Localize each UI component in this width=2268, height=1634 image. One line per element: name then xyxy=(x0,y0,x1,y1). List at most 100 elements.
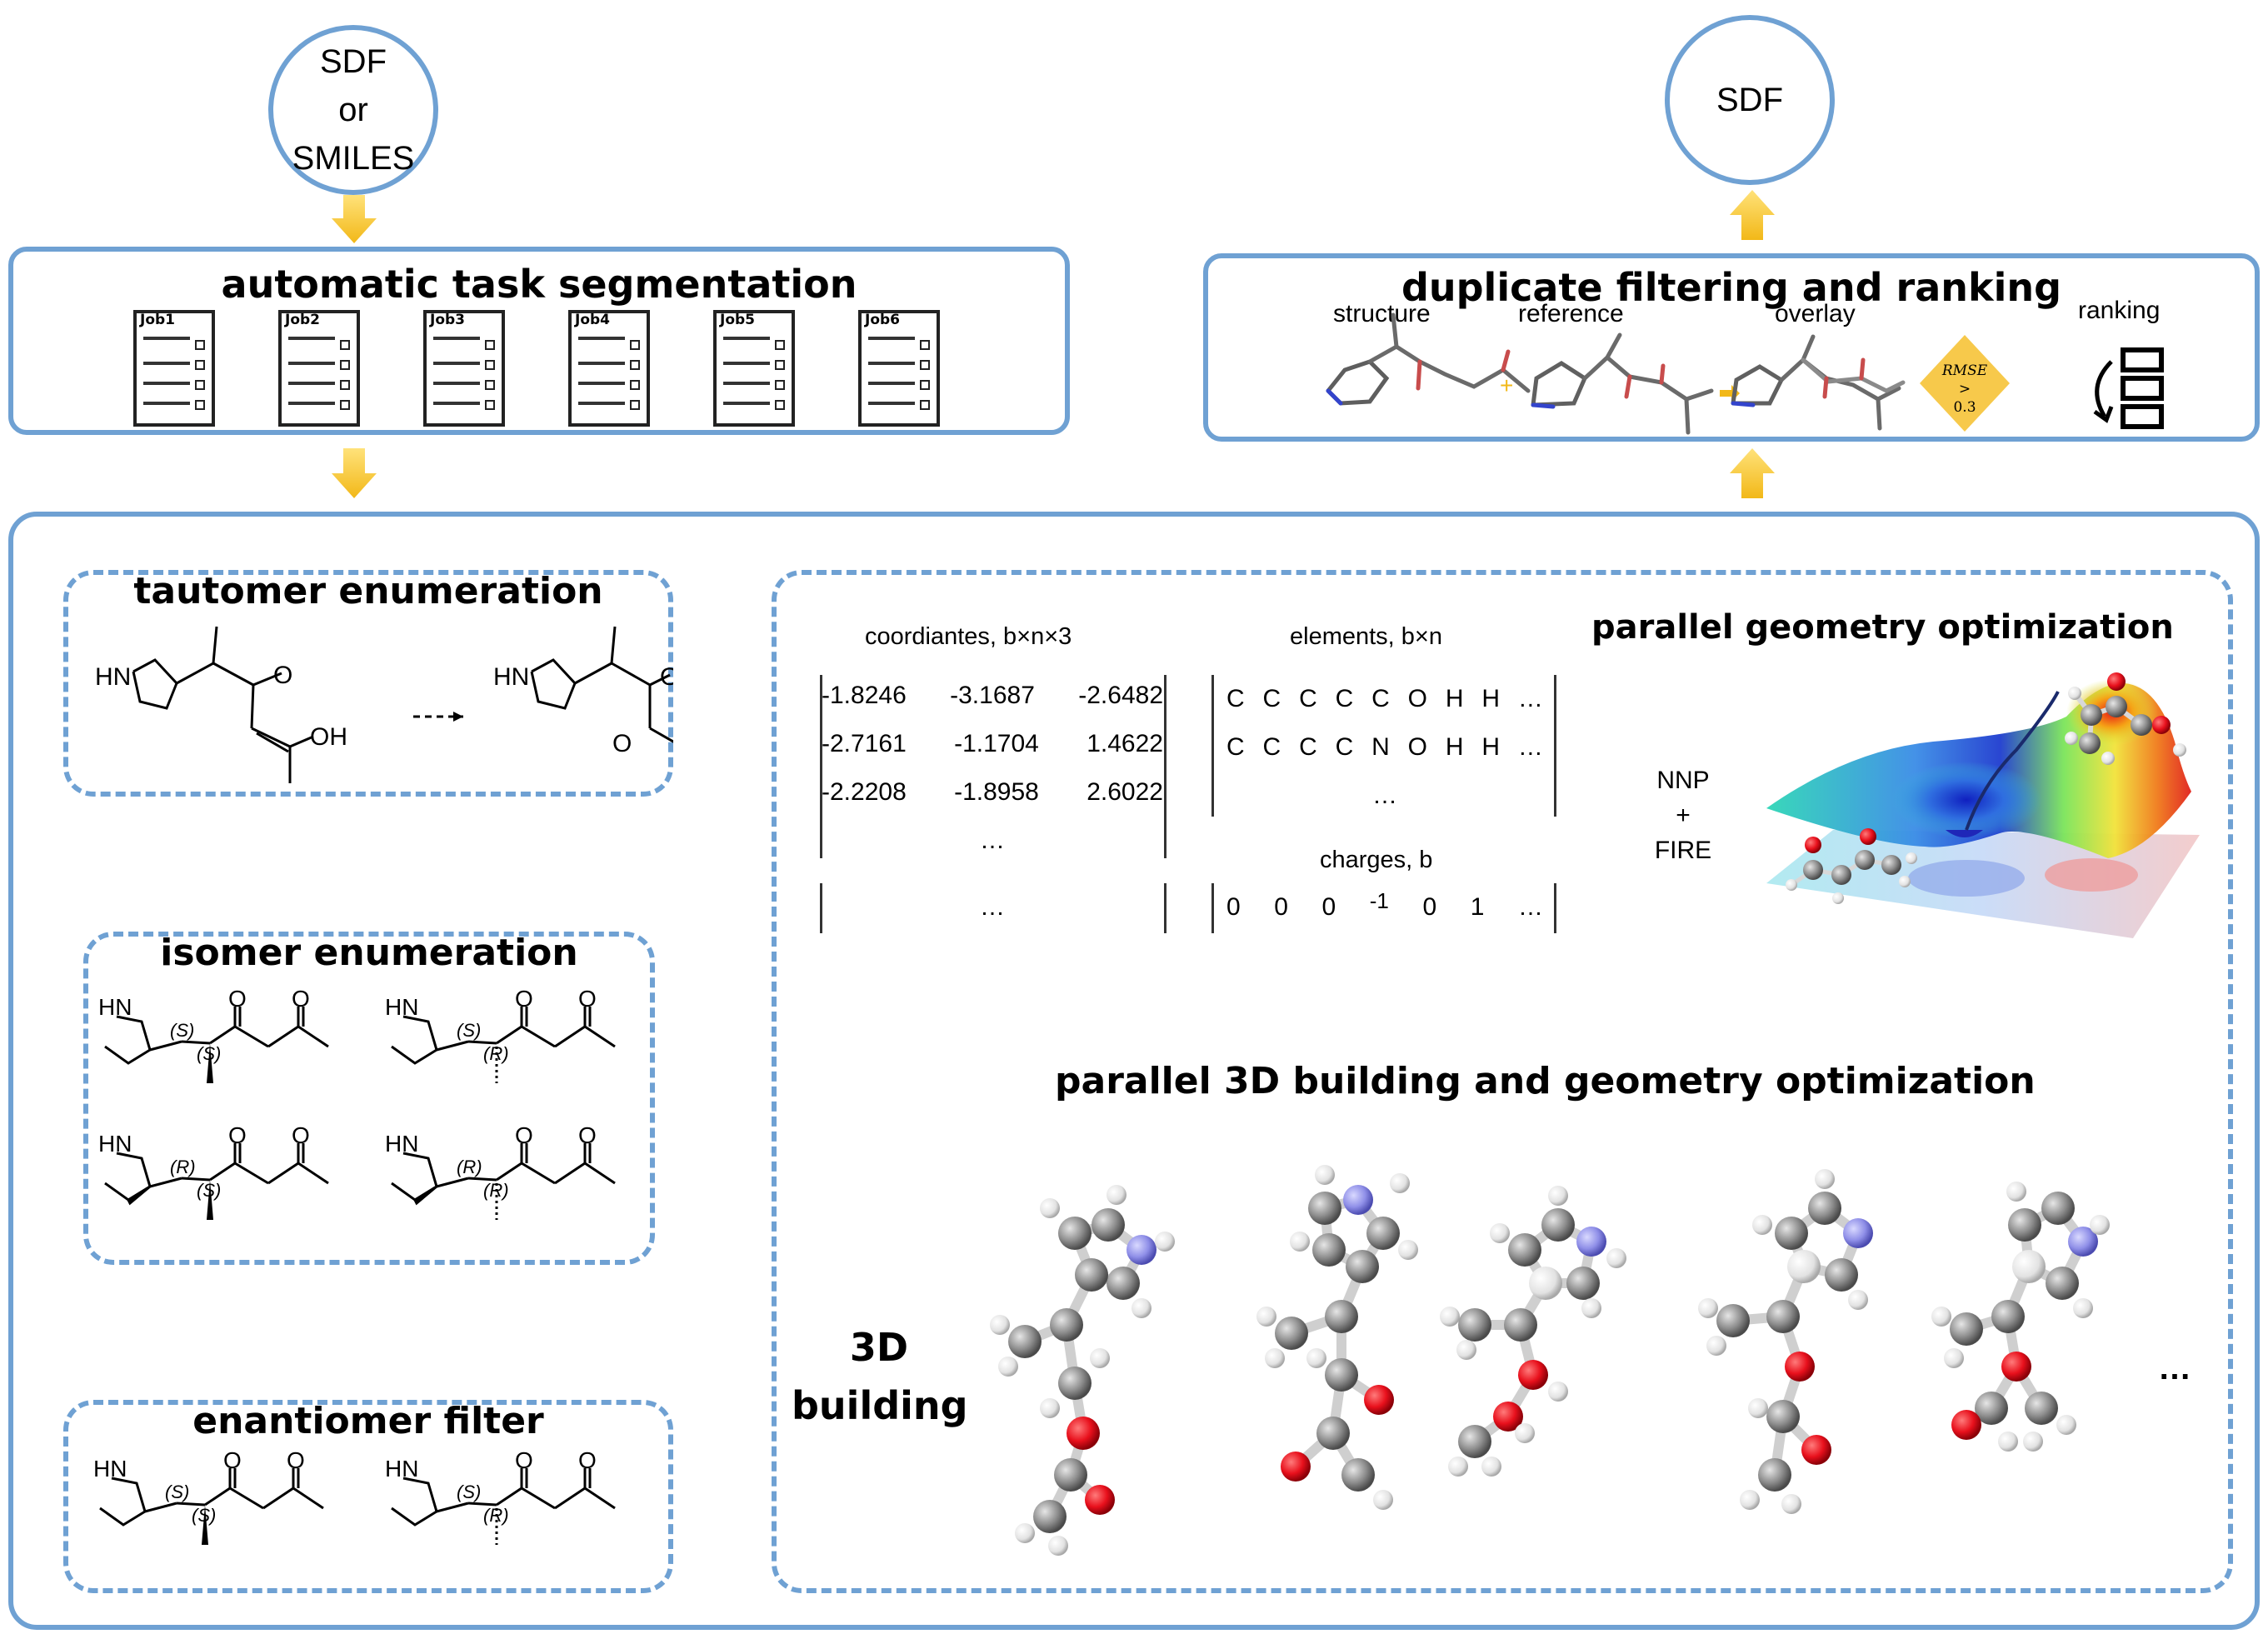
coord-1-3: -2.6482 xyxy=(1078,682,1163,709)
charges-vector: 0 0 0 -1 0 1 … xyxy=(1226,888,1543,922)
charge-cell: 0 xyxy=(1321,893,1336,921)
parallel-3d-title: parallel 3D building and geometry optimi… xyxy=(1055,1060,2036,1102)
enantiomer-molecule-2 xyxy=(391,1468,616,1545)
element-cell: C xyxy=(1371,685,1390,712)
filtering-ranking-panel: duplicate filtering and ranking xyxy=(1203,253,2260,442)
filtering-graphics: + RMSE > 0.3 xyxy=(1326,312,2164,435)
main-pipeline-panel xyxy=(8,512,2260,1630)
elements-matrix-bracket xyxy=(1211,675,1556,817)
structure-stick-model xyxy=(1326,312,1531,406)
input-format-circle: SDF or SMILES xyxy=(268,25,438,195)
element-cell: H xyxy=(1481,733,1501,761)
coordinates-matrix-bracket xyxy=(820,675,1166,858)
coordinates-next-ellipsis: … xyxy=(980,893,1005,921)
element-cell: C xyxy=(1335,685,1354,712)
rmse-diamond: RMSE > 0.3 xyxy=(1920,335,2010,432)
coord-row-1: -1.8246 -3.1687 -2.6482 xyxy=(822,682,1163,730)
element-cell: H xyxy=(1481,685,1501,712)
isomer-panel: isomer enumeration xyxy=(83,932,655,1265)
3d-building-label-line2: building xyxy=(792,1383,968,1428)
job-card-6: Job6 xyxy=(858,310,940,427)
coord-2-2: -1.1704 xyxy=(954,730,1039,757)
coord-ellipsis: … xyxy=(980,827,1005,854)
isomer-4-nh: HN xyxy=(385,1131,418,1157)
elements-matrix: C C C C C O H H … C C C C N O H H … … xyxy=(1226,685,1543,810)
job-card-5: Job5 xyxy=(713,310,795,427)
isomer-3-c2: (S) xyxy=(197,1180,221,1201)
conformer-5 xyxy=(1931,1182,2110,1452)
tautomer-structures: HN O OH HN O xyxy=(95,626,673,783)
arrow-filter-to-output xyxy=(1730,190,1775,240)
isomer-1-o1: O xyxy=(228,986,247,1012)
enantiomer-2-o2: O xyxy=(578,1447,597,1473)
element-cell: C xyxy=(1335,733,1354,761)
charges-label: charges, b xyxy=(1320,847,1433,873)
conformer-4 xyxy=(1698,1169,1873,1514)
coord-row-2: -2.7161 -1.1704 1.4622 xyxy=(822,730,1163,778)
rmse-operator: > xyxy=(1959,381,1971,397)
input-format-smiles: SMILES xyxy=(292,140,415,177)
filtering-ranking-title: duplicate filtering and ranking xyxy=(1401,265,2062,310)
input-format-sdf: SDF xyxy=(320,43,387,80)
charges-bracket xyxy=(1211,883,1556,933)
arrow-input-to-segmentation xyxy=(332,195,377,243)
ranking-icon xyxy=(2093,347,2164,429)
elements-row-2: C C C C N O H H … xyxy=(1226,733,1543,782)
charge-cell: 0 xyxy=(1422,893,1437,921)
enantiomer-structures: HN (S) (S) O O HN (S) (R) O O xyxy=(93,1447,616,1545)
isomer-3-c1: (R) xyxy=(170,1157,196,1177)
element-cell: C xyxy=(1226,733,1245,761)
enantiomer-1-c1: (S) xyxy=(165,1482,189,1502)
enantiomer-molecule-1 xyxy=(99,1468,324,1545)
enantiomer-title: enantiomer filter xyxy=(192,1400,544,1442)
coord-1-2: -3.1687 xyxy=(950,682,1035,709)
tautomer-left-o: O xyxy=(273,662,292,689)
element-cell: O xyxy=(1407,733,1427,761)
coord-row-3: -2.2208 -1.8958 2.6022 xyxy=(822,778,1163,827)
isomer-2-o2: O xyxy=(578,986,597,1012)
element-cell: C xyxy=(1262,685,1281,712)
element-cell: C xyxy=(1226,685,1245,712)
element-cell: C xyxy=(1262,733,1281,761)
isomer-1-o2: O xyxy=(292,986,310,1012)
isomer-molecule-3 xyxy=(104,1143,329,1220)
rmse-threshold: 0.3 xyxy=(1953,399,1976,416)
isomer-2-c1: (S) xyxy=(457,1020,481,1041)
enantiomer-1-c2: (S) xyxy=(192,1505,216,1526)
job-card-2: Job2 xyxy=(278,310,360,427)
task-segmentation-title: automatic task segmentation xyxy=(221,262,857,307)
optimizer-nnp: NNP xyxy=(1656,767,1710,794)
charge-cell: 0 xyxy=(1274,893,1288,921)
job-card-title: Job3 xyxy=(430,312,466,328)
job-card-3: Job3 xyxy=(423,310,505,427)
charge-cell: 1 xyxy=(1470,893,1485,921)
job-card-title: Job5 xyxy=(720,312,756,328)
element-cell: O xyxy=(1407,685,1427,712)
charge-cell: 0 xyxy=(1226,893,1241,921)
optimizer-plus: + xyxy=(1676,802,1691,829)
isomer-2-nh: HN xyxy=(385,994,418,1020)
enantiomer-2-c2: (R) xyxy=(483,1505,509,1526)
label-ranking: ranking xyxy=(2078,297,2161,324)
isomer-1-nh: HN xyxy=(98,994,132,1020)
tautomer-right-nh: HN xyxy=(493,663,529,691)
element-cell: … xyxy=(1517,733,1543,761)
enantiomer-panel: enantiomer filter xyxy=(63,1400,673,1593)
input-format-or: or xyxy=(338,92,368,128)
charge-cell: -1 xyxy=(1369,888,1389,913)
svg-text:+: + xyxy=(1500,372,1513,398)
label-reference: reference xyxy=(1518,300,1624,327)
coord-2-3: 1.4622 xyxy=(1087,730,1163,757)
energy-surface-illustration xyxy=(1766,672,2200,938)
elements-row-1: C C C C C O H H … xyxy=(1226,685,1543,733)
conformer-3 xyxy=(1440,1186,1626,1477)
arrow-segmentation-to-pipeline xyxy=(332,448,377,498)
isomer-molecule-template xyxy=(104,1007,329,1083)
rmse-label: RMSE xyxy=(1941,362,1988,379)
isomer-3-o2: O xyxy=(292,1122,310,1148)
element-cell: … xyxy=(1517,685,1543,712)
isomer-1-c2: (S) xyxy=(197,1043,221,1064)
coordinates-label: coordiantes, b×n×3 xyxy=(865,623,1072,650)
parallel-3d-panel xyxy=(772,570,2233,1593)
isomer-structures: HN (S) (S) O O HN (S) (R) O O HN (R) (S)… xyxy=(98,986,616,1220)
